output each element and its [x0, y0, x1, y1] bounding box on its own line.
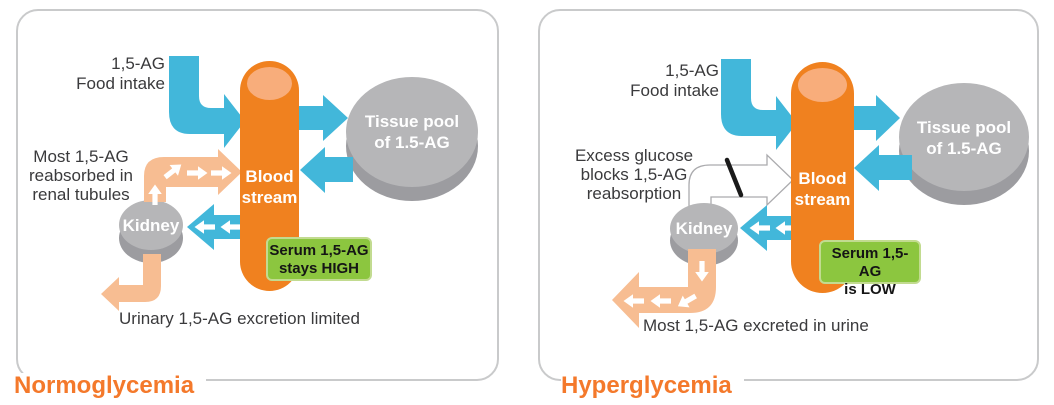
blocked-arrow-layer — [688, 153, 794, 207]
chevron-up-icon — [148, 184, 162, 205]
tissue-to-blood-arrow — [854, 145, 912, 191]
block-slash — [724, 157, 744, 198]
excretion-note: Most 1,5-AG excreted in urine — [643, 316, 869, 335]
kidney-label: Kidney — [675, 219, 733, 238]
chevron-down-icon — [695, 261, 709, 282]
chevron-left-icon — [775, 221, 796, 235]
blood-stream-label: Blood stream — [794, 169, 851, 209]
panel-normoglycemia: Blood stream Tissue pool of 1.5-AG Kidne… — [16, 9, 499, 381]
kidney-label: Kidney — [122, 216, 180, 235]
chevron-left-icon — [749, 221, 770, 235]
chevron-curve-icon — [677, 293, 697, 308]
tissue-pool-disc — [899, 83, 1029, 191]
cylinder-top-highlight — [798, 68, 847, 102]
blood-stream-label: Blood stream — [241, 167, 298, 207]
tissue-pool-label: Tissue pool of 1.5-AG — [916, 118, 1012, 158]
chevron-left-icon — [220, 220, 241, 234]
serum-status-badge: Serum 1,5-AG stays HIGH — [266, 237, 372, 281]
block-note: Excess glucose blocks 1,5-AG reabsorptio… — [574, 146, 694, 203]
panel-title-hyperglycemia: Hyperglycemia — [561, 373, 744, 402]
kidney-disc — [670, 203, 738, 254]
chevron-curve-icon — [163, 164, 182, 180]
cylinder-top-highlight — [247, 67, 292, 100]
urinary-excretion-arrow — [101, 254, 161, 311]
tissue-pool-disc — [346, 77, 478, 187]
kidney-disc — [119, 200, 183, 250]
flow-chevrons — [148, 164, 241, 234]
urinary-excretion-arrow — [612, 249, 716, 328]
reabsorption-note: Most 1,5-AG reabsorbed in renal tubules — [29, 147, 133, 204]
food-intake-arrow — [169, 56, 245, 148]
chevron-left-icon — [650, 294, 671, 308]
chevron-left-icon — [194, 220, 215, 234]
food-intake-arrow — [721, 59, 797, 150]
chevron-right-icon — [211, 166, 232, 180]
panel-hyperglycemia: Blood stream Tissue pool of 1.5-AG Kidne… — [538, 9, 1039, 381]
food-intake-label: 1,5-AG Food intake — [76, 54, 165, 93]
chevron-right-icon — [187, 166, 208, 180]
serum-status-badge: Serum 1,5-AG is LOW — [819, 240, 921, 298]
tissue-to-blood-arrow — [300, 147, 353, 193]
excretion-note: Urinary 1,5-AG excretion limited — [119, 309, 360, 328]
tissue-pool-label: Tissue pool of 1.5-AG — [364, 112, 460, 152]
food-intake-label: 1,5-AG Food intake — [630, 61, 719, 100]
chevron-left-icon — [623, 294, 644, 308]
flow-chevrons — [623, 221, 796, 308]
panel-title-normoglycemia: Normoglycemia — [14, 373, 207, 402]
blocked-reabsorption-arrow — [688, 153, 794, 207]
